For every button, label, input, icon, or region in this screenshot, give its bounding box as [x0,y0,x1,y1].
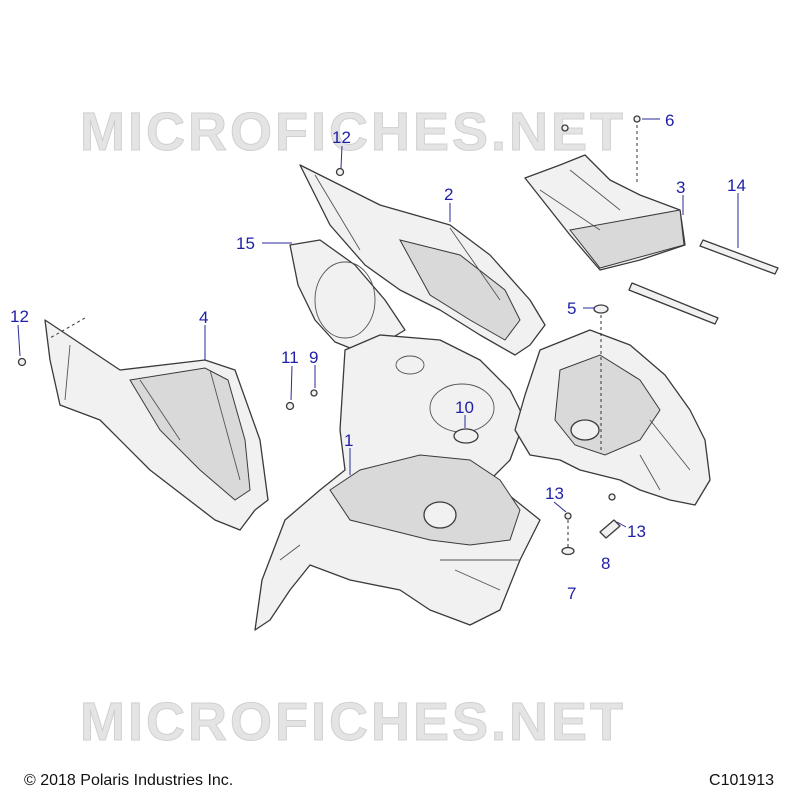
part-10-grommet [453,428,479,444]
callout-15: 15 [236,234,255,253]
callout-1: 1 [344,431,353,450]
callout-11: 11 [281,348,299,367]
callout-12-left: 12 [10,307,29,326]
part-1-front-fender [254,334,541,631]
part-3-tray [524,154,686,271]
callout-3: 3 [676,178,685,197]
part-2-upper-side-panel [299,164,546,356]
watermark-bottom: MICROFICHES.NET [80,692,626,752]
callout-13-left: 13 [545,484,564,503]
callout-13-right: 13 [627,522,646,541]
part-14-rod [628,239,779,325]
callout-12-top: 12 [332,128,351,147]
callout-6: 6 [665,111,674,130]
callout-9: 9 [309,348,318,367]
callout-14: 14 [727,176,746,195]
callout-5: 5 [567,299,576,318]
drawing-id: C101913 [709,772,774,789]
callout-2: 2 [444,185,453,204]
copyright-notice: © 2018 Polaris Industries Inc. [24,772,234,789]
hardware [17,115,641,556]
callout-10: 10 [455,398,474,417]
callout-4: 4 [199,308,208,327]
callout-7: 7 [567,584,576,603]
watermark-top: MICROFICHES.NET [80,102,626,162]
front-storage-box [514,329,711,506]
part-4-left-side-panel [44,319,269,531]
callout-8: 8 [601,554,610,573]
